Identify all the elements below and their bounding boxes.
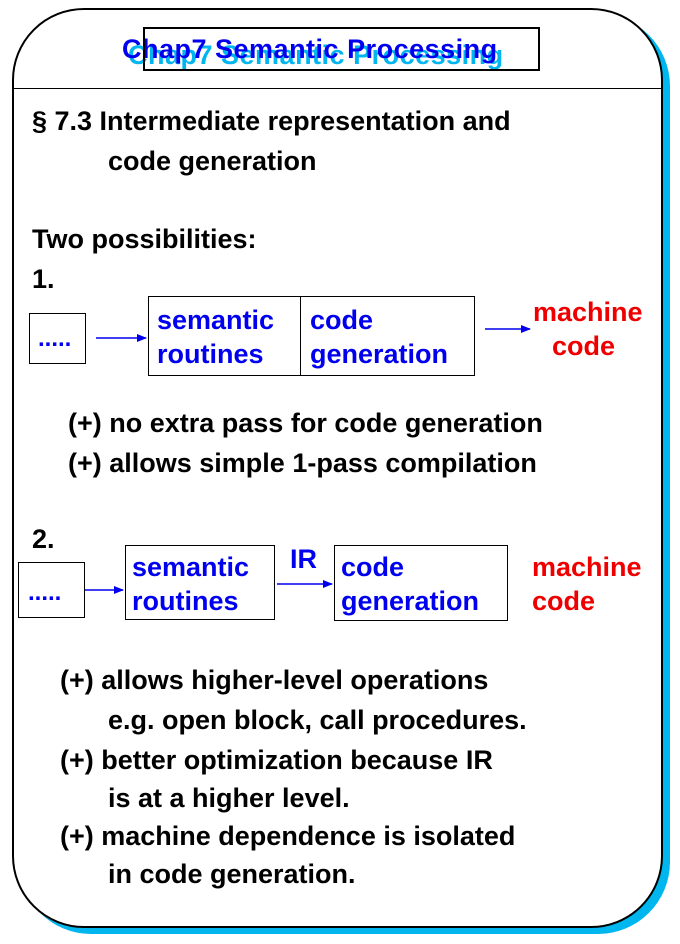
intro-text: Two possibilities: — [32, 224, 257, 254]
slide-frame — [12, 8, 663, 928]
option1-input-box — [29, 313, 86, 364]
option1-pro-2: (+) allows simple 1-pass compilation — [68, 448, 537, 478]
option1-output-line2: code — [552, 331, 616, 361]
option2-ir-label: IR — [290, 544, 317, 574]
option2-semantic-box — [125, 545, 275, 620]
option1-box-divider — [300, 296, 301, 376]
option2-input-box — [18, 562, 85, 618]
option2-input-label: ..... — [28, 579, 62, 606]
option1-semantic-line2: routines — [157, 339, 264, 369]
option1-output-line1: machine — [533, 297, 643, 327]
option2-codegen-line1: code — [341, 552, 405, 582]
title-box — [143, 27, 540, 71]
slide-title: Chap7 Semantic Processing — [122, 34, 498, 64]
section-heading-line2: code generation — [108, 146, 317, 176]
option2-semantic-line1: semantic — [132, 552, 250, 582]
option2-codegen-line2: generation — [341, 586, 480, 616]
option2-codegen-box — [334, 545, 508, 621]
option1-codegen-line1: code — [310, 305, 374, 335]
option2-output-line1: machine — [532, 552, 642, 582]
option1-number: 1. — [32, 264, 55, 294]
option2-pro-2: (+) better optimization because IR — [60, 745, 493, 775]
option2-semantic-line2: routines — [132, 586, 239, 616]
section-heading-line1: § 7.3 Intermediate representation and — [32, 106, 511, 136]
option2-pro-3: (+) machine dependence is isolated — [60, 821, 516, 851]
option1-pro-1: (+) no extra pass for code generation — [68, 408, 543, 438]
header-divider — [12, 88, 663, 89]
option1-semantic-line1: semantic — [157, 305, 275, 335]
option1-combined-box — [148, 296, 475, 376]
option2-pro-2-detail: is at a higher level. — [108, 783, 350, 813]
option2-pro-3-detail: in code generation. — [108, 859, 356, 889]
option2-number: 2. — [32, 524, 55, 554]
option1-codegen-line2: generation — [310, 339, 449, 369]
option2-pro-1-detail: e.g. open block, call procedures. — [108, 705, 527, 735]
option1-input-label: ..... — [38, 325, 72, 352]
title-shadow: Chap7 Semantic Processing — [128, 40, 504, 70]
option2-output-line2: code — [532, 586, 596, 616]
option2-pro-1: (+) allows higher-level operations — [60, 665, 489, 695]
